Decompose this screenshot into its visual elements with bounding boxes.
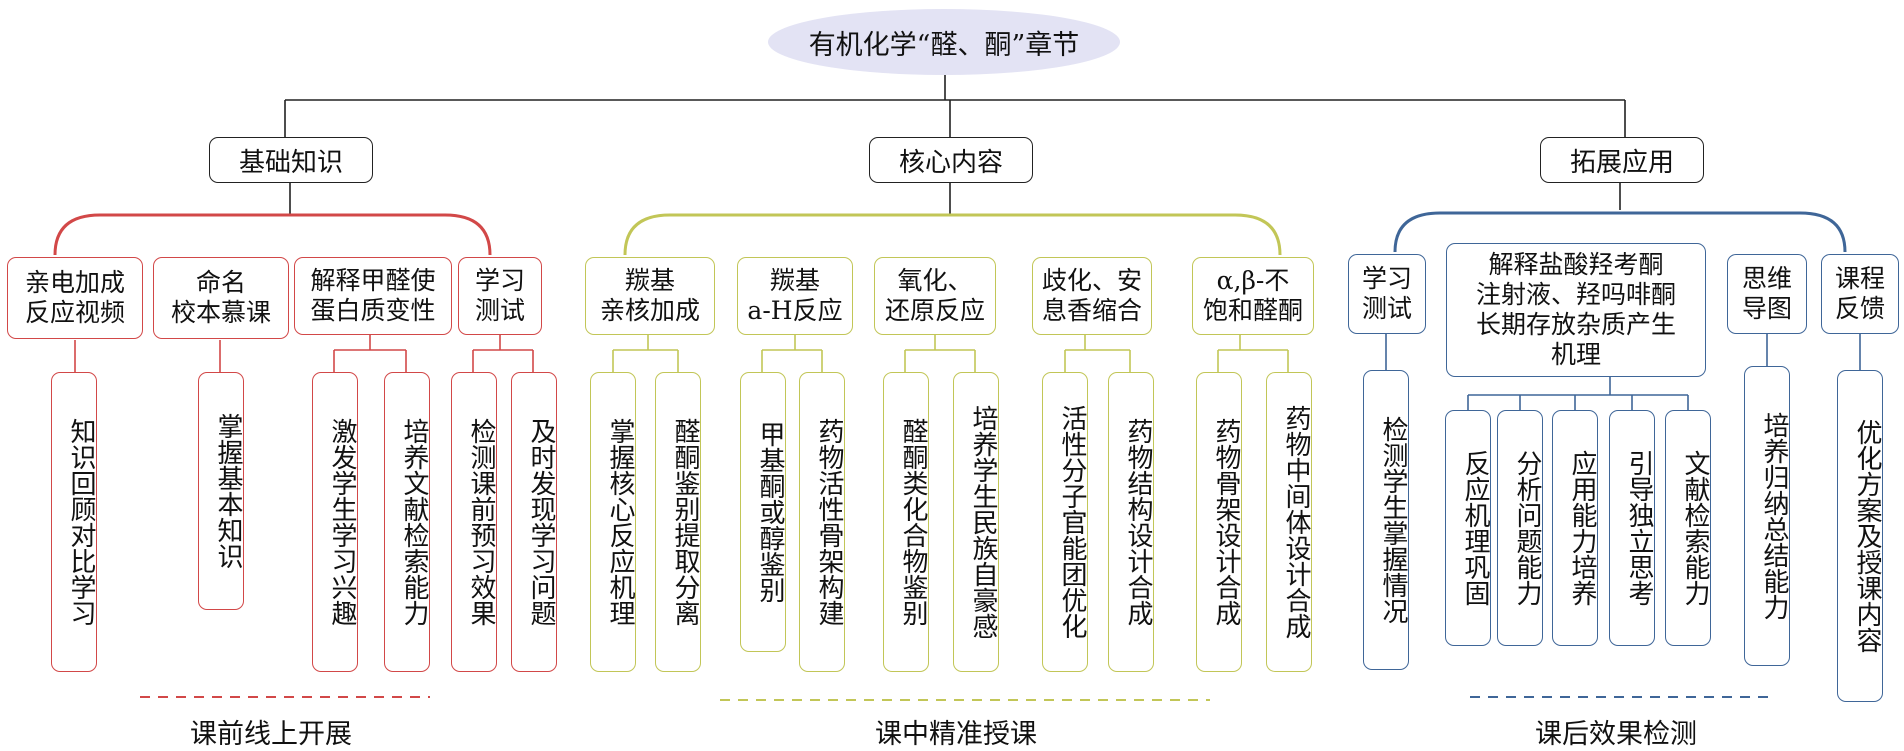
leaf-structure-design: 药物结构设计合成 [1108, 372, 1154, 672]
subtopic-label: 学习 测试 [1361, 264, 1412, 323]
subtopic-label: 氧化、 还原反应 [884, 266, 985, 325]
leaf-label: 反应机理巩固 [1460, 450, 1490, 606]
leaf-skeleton-design: 药物骨架设计合成 [1196, 372, 1242, 672]
footer-in-class: 课中精准授课 [875, 719, 1037, 750]
subtopic-label: α,β-不 饱和醛酮 [1202, 266, 1303, 325]
leaf-label: 药物活性骨架构建 [814, 418, 844, 626]
leaf-label: 活性分子官能团优化 [1057, 405, 1087, 639]
subtopic-label: 解释甲醛使 蛋白质变性 [310, 266, 436, 325]
leaf-literature-search: 培养文献检索能力 [384, 372, 430, 672]
subtopic-label: 命名 校本慕课 [170, 268, 271, 327]
leaf-label: 检测课前预习效果 [466, 418, 496, 626]
connectors-blue [1385, 333, 1861, 410]
subtopic-study-test-post: 学习 测试 [1348, 254, 1426, 334]
leaf-preview-effect: 检测课前预习效果 [451, 372, 497, 672]
leaf-optimize-plan: 优化方案及授课内容 [1837, 370, 1883, 702]
leaf-application-ability: 应用能力培养 [1552, 410, 1598, 646]
leaf-core-mechanism: 掌握核心反应机理 [590, 372, 636, 672]
subtopic-label: 学习 测试 [474, 266, 525, 325]
leaf-independent-thinking: 引导独立思考 [1609, 410, 1655, 646]
subtopic-redox: 氧化、 还原反应 [874, 257, 996, 335]
leaf-identify-separate: 醛酮鉴别提取分离 [655, 372, 701, 672]
category-core-label: 核心内容 [898, 147, 1003, 178]
leaf-label: 醛酮鉴别提取分离 [670, 418, 700, 626]
leaf-check-mastery: 检测学生掌握情况 [1363, 370, 1409, 670]
leaf-label: 文献检索能力 [1680, 450, 1710, 606]
leaf-label: 药物骨架设计合成 [1211, 418, 1241, 626]
subtopic-carbonyl-addition: 羰基 亲核加成 [585, 257, 715, 335]
leaf-mechanism-consolidate: 反应机理巩固 [1445, 410, 1491, 646]
subtopic-naming-mooc: 命名 校本慕课 [153, 257, 289, 339]
leaf-find-problems: 及时发现学习问题 [511, 372, 557, 672]
bracket-red [53, 213, 492, 256]
subtopic-label: 思维 导图 [1741, 264, 1792, 323]
subtopic-label: 歧化、安 息香缩合 [1041, 266, 1142, 325]
root-title: 有机化学“醛、酮”章节 [808, 29, 1080, 61]
subtopic-formaldehyde: 解释甲醛使 蛋白质变性 [294, 257, 452, 335]
leaf-analysis-ability: 分析问题能力 [1497, 410, 1543, 646]
leaf-methyl-ketone: 甲基酮或醇鉴别 [740, 372, 786, 652]
leaf-label: 知识回顾对比学习 [66, 418, 96, 626]
leaf-label: 引导独立思考 [1624, 450, 1654, 606]
leaf-label: 优化方案及授课内容 [1852, 419, 1882, 653]
leaf-literature-ability: 文献检索能力 [1665, 410, 1711, 646]
leaf-functional-group: 活性分子官能团优化 [1042, 372, 1088, 672]
leaf-label: 甲基酮或醇鉴别 [755, 421, 785, 603]
leaf-stimulate-interest: 激发学生学习兴趣 [312, 372, 358, 672]
leaf-compound-identify: 醛酮类化合物鉴别 [883, 372, 929, 672]
category-basic-label: 基础知识 [238, 147, 343, 178]
subtopic-unsaturated: α,β-不 饱和醛酮 [1192, 257, 1314, 335]
category-basic: 基础知识 [209, 137, 373, 183]
subtopic-addition-video: 亲电加成 反应视频 [7, 257, 143, 339]
category-extension: 拓展应用 [1540, 137, 1704, 183]
leaf-label: 培养归纳总结能力 [1759, 412, 1789, 620]
subtopic-label: 羰基 a-H反应 [747, 266, 843, 325]
category-extension-label: 拓展应用 [1569, 147, 1674, 178]
bracket-yellow [623, 213, 1282, 256]
subtopic-label: 羰基 亲核加成 [599, 266, 700, 325]
leaf-summary-ability: 培养归纳总结能力 [1744, 366, 1790, 666]
footer-pre-class: 课前线上开展 [190, 719, 352, 750]
bracket-blue [1393, 211, 1847, 253]
footer-post-class: 课后效果检测 [1535, 719, 1697, 750]
subtopic-label: 亲电加成 反应视频 [24, 268, 125, 327]
leaf-label: 应用能力培养 [1567, 450, 1597, 606]
leaf-label: 药物中间体设计合成 [1281, 405, 1311, 639]
leaf-intermediate-design: 药物中间体设计合成 [1266, 372, 1312, 672]
subtopic-study-test-pre: 学习 测试 [458, 257, 542, 335]
leaf-national-pride: 培养学生民族自豪感 [953, 372, 999, 672]
subtopic-carbonyl-ah: 羰基 a-H反应 [737, 257, 853, 335]
connectors-yellow [612, 335, 1289, 372]
leaf-label: 激发学生学习兴趣 [327, 418, 357, 626]
root-node: 有机化学“醛、酮”章节 [768, 9, 1120, 75]
leaf-label: 及时发现学习问题 [526, 418, 556, 626]
leaf-label: 醛酮类化合物鉴别 [898, 418, 928, 626]
subtopic-label: 解释盐酸羟考酮 注射液、羟吗啡酮 长期存放杂质产生 机理 [1475, 250, 1676, 369]
leaf-review-compare: 知识回顾对比学习 [51, 372, 97, 672]
subtopic-course-feedback: 课程 反馈 [1821, 254, 1899, 334]
subtopic-label: 课程 反馈 [1834, 264, 1885, 323]
category-core: 核心内容 [869, 137, 1033, 183]
connectors-red [74, 335, 534, 372]
leaf-label: 药物结构设计合成 [1123, 418, 1153, 626]
subtopic-mind-map: 思维 导图 [1727, 254, 1807, 334]
leaf-label: 分析问题能力 [1512, 450, 1542, 606]
leaf-label: 培养学生民族自豪感 [968, 405, 998, 639]
leaf-label: 培养文献检索能力 [399, 418, 429, 626]
tree-connectors [284, 74, 1626, 214]
leaf-label: 检测学生掌握情况 [1378, 416, 1408, 624]
subtopic-impurity-mechanism: 解释盐酸羟考酮 注射液、羟吗啡酮 长期存放杂质产生 机理 [1446, 243, 1706, 377]
leaf-basic-knowledge: 掌握基本知识 [198, 372, 244, 610]
leaf-label: 掌握基本知识 [213, 413, 243, 569]
leaf-label: 掌握核心反应机理 [605, 418, 635, 626]
subtopic-cannizzaro-benzoin: 歧化、安 息香缩合 [1032, 257, 1152, 335]
leaf-skeleton-build: 药物活性骨架构建 [799, 372, 845, 672]
